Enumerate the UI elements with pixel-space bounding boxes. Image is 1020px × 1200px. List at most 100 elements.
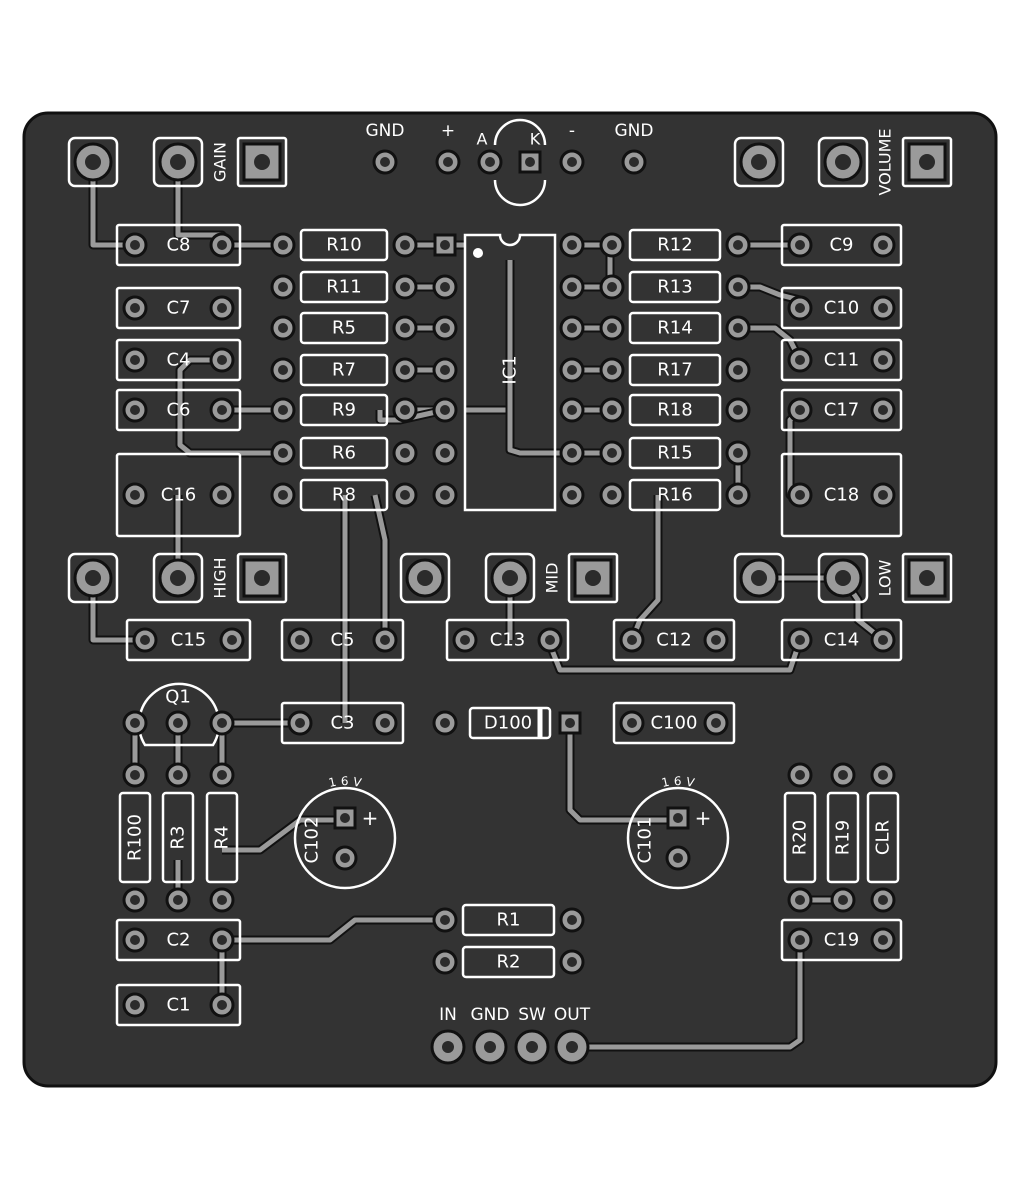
pad-ic-right-7-hole [567, 490, 577, 500]
pot-high-pin-1-hole [85, 570, 101, 586]
pad-c17-2-hole [878, 405, 888, 415]
cap-outline-c6 [115, 388, 242, 432]
pad-bottom-out-hole [566, 1041, 578, 1053]
pad-r8-2-hole [400, 490, 410, 500]
pad-r7-2-hole [400, 365, 410, 375]
top-label-minus: - [569, 121, 575, 141]
cap-outline-c10 [780, 286, 903, 330]
trace-47 [507, 260, 560, 456]
bottom-label-gnd: GND [471, 1005, 510, 1025]
trace-45 [377, 407, 446, 423]
cap-outline-c5 [280, 618, 405, 662]
pad-r17-2-hole [733, 365, 743, 375]
resistor-body-r11 [299, 270, 389, 304]
pot-low-pin-1-outline [733, 552, 785, 604]
resistor-r5: R5 [332, 318, 356, 339]
pot-mid-pin-3-outline [567, 552, 619, 604]
resistor-r12: R12 [657, 235, 692, 256]
pad-r4-2-hole [217, 895, 227, 905]
pot-low-pin-3-hole [919, 570, 935, 586]
cap-outline-c11 [780, 338, 903, 382]
pad-r13-2-hole [733, 282, 743, 292]
resistor-r9: R9 [332, 400, 356, 421]
bottom-label-out: OUT [554, 1005, 591, 1025]
capacitor-c1: C1 [166, 995, 190, 1016]
pot-low-pin-3-outline [901, 552, 953, 604]
pad-r17-1-hole [607, 365, 617, 375]
resistor-body-r10 [299, 228, 389, 262]
capacitor-c15: C15 [171, 630, 206, 651]
capacitor-c11: C11 [824, 350, 859, 371]
cap-outline-c12 [612, 618, 736, 662]
pad-c15-1-hole [140, 635, 150, 645]
resistor-body-r2 [461, 945, 556, 979]
pad-c4-2-hole [217, 355, 227, 365]
pad-c101-plus-hole [673, 813, 683, 823]
cap-outline-c7 [115, 286, 242, 330]
pot-gain-pin-1-outline [67, 136, 119, 188]
pad-ic-left-2-hole [440, 282, 450, 292]
pad-r10-1-hole [278, 240, 288, 250]
pad-top-gnd-right-hole [629, 157, 639, 167]
resistor-r20: R20 [790, 820, 811, 855]
top-label-k: K [530, 130, 541, 149]
pad-c1-1-hole [130, 1000, 140, 1010]
pad-c11-2-hole [878, 355, 888, 365]
pad-r19-2-hole [838, 895, 848, 905]
pot-gain-pin-2-outline [152, 136, 204, 188]
pad-r5-2-hole [400, 323, 410, 333]
electrolytic-outline-1 [293, 786, 397, 890]
ic-outline [463, 233, 557, 512]
resistor-body-r17 [628, 353, 722, 387]
pad-r15-1-hole [607, 448, 617, 458]
resistor-r6: R6 [332, 443, 356, 464]
pad-r3-1-hole [173, 770, 183, 780]
pad-r9-2-hole [400, 405, 410, 415]
resistor-body-r9 [299, 393, 389, 427]
resistor-body-r4 [205, 791, 239, 884]
trace-27 [222, 917, 440, 943]
cap-outline-c100 [612, 701, 736, 745]
pad-r5-1-hole [278, 323, 288, 333]
pad-led-k-hole [525, 157, 535, 167]
resistor-r18: R18 [657, 400, 692, 421]
resistor-r2: R2 [497, 952, 521, 973]
resistor-body-r12 [628, 228, 722, 262]
resistor-r4: R4 [212, 826, 233, 850]
cap-outline-c17 [780, 388, 903, 432]
resistor-body-r1 [461, 903, 556, 937]
pot-gain-pin-2-hole [170, 154, 186, 170]
pot-gain-pin-3-hole [254, 154, 270, 170]
pad-c16-1-hole [130, 490, 140, 500]
resistor-body-r100 [118, 791, 152, 884]
pot-label-low: LOW [876, 559, 895, 596]
pot-low-pin-2-hole [835, 570, 851, 586]
resistor-body-r5 [299, 311, 389, 345]
capacitor-c14: C14 [824, 630, 859, 651]
pad-c14-1-hole [795, 635, 805, 645]
diode-d100: D100 [484, 713, 532, 734]
trace-25 [567, 723, 678, 823]
pot-gain-pin-3 [242, 142, 282, 182]
pad-c1-2-hole [217, 1000, 227, 1010]
pad-bottom-sw-hole [526, 1041, 538, 1053]
pad-r20-1-hole [795, 770, 805, 780]
pot-gain-pin-1-hole [85, 154, 101, 170]
capacitor-c19: C19 [824, 930, 859, 951]
pad-q1-1-hole [130, 718, 140, 728]
pot-high-pin-1-outline [67, 552, 119, 604]
cap-outline-c15 [125, 618, 252, 662]
pot-high-pin-2-outline [152, 552, 204, 604]
pad-ic-left-7-hole [440, 490, 450, 500]
pad-c3-1-hole [295, 718, 305, 728]
pad-r15-2-hole [733, 448, 743, 458]
pad-c14-2-hole [878, 635, 888, 645]
capacitor-c12: C12 [656, 630, 691, 651]
pot-low-pin-2-outline [817, 552, 869, 604]
capacitor-c4: C4 [166, 350, 190, 371]
pad-d100-a-hole [440, 718, 450, 728]
pot-mid-pin-1-hole [417, 570, 433, 586]
led-outline-top [493, 118, 547, 146]
resistor-body-r20 [783, 791, 817, 884]
pad-q1-3-hole [217, 718, 227, 728]
